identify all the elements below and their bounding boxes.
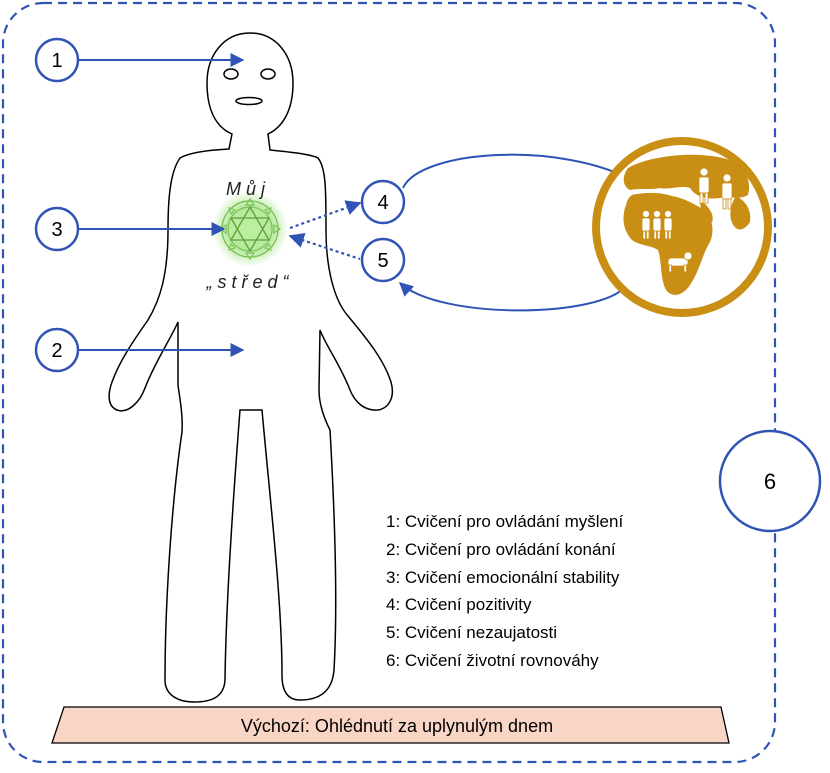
legend: 1: Cvičení pro ovládání myšlení 2: Cviče… <box>386 512 623 670</box>
badge-5: 5 <box>360 237 406 283</box>
legend-item-6: 6: Cvičení životní rovnováhy <box>386 651 599 670</box>
dog-icon <box>667 251 693 273</box>
curved-arrow-to-globe <box>402 153 638 189</box>
badge-4-label: 4 <box>377 192 388 214</box>
badge-1-label: 1 <box>51 50 62 72</box>
badge-5-label: 5 <box>377 250 388 272</box>
dotted-arrow-4 <box>289 200 362 230</box>
people-icon <box>641 167 733 240</box>
mouth <box>235 96 263 106</box>
badge-1: 1 <box>34 37 80 83</box>
center-label-line2: „střed“ <box>205 272 293 292</box>
dashed-frame <box>1 1 777 764</box>
badge-6: 6 <box>718 429 822 533</box>
legend-item-2: 2: Cvičení pro ovládání konání <box>386 540 616 559</box>
legend-item-1: 1: Cvičení pro ovládání myšlení <box>386 512 623 531</box>
right-eye <box>260 68 276 80</box>
badge-2: 2 <box>34 327 80 373</box>
badge-3-label: 3 <box>51 219 62 241</box>
base-label: Výchozí: Ohlédnutí za uplynulým dnem <box>241 716 553 736</box>
legend-item-5: 5: Cvičení nezaujatosti <box>386 623 557 642</box>
dotted-arrow-5 <box>288 233 361 261</box>
human-figure-outline <box>108 32 394 703</box>
base-platform <box>51 706 730 744</box>
heart-chakra-icon <box>212 191 288 267</box>
badge-2-label: 2 <box>51 340 62 362</box>
globe-icon <box>592 137 772 317</box>
left-eye <box>223 68 239 80</box>
badge-6-label: 6 <box>764 469 776 494</box>
badge-3: 3 <box>34 206 80 252</box>
curved-arrow-from-globe <box>398 282 627 312</box>
badge-4: 4 <box>360 179 406 225</box>
legend-item-3: 3: Cvičení emocionální stability <box>386 568 620 587</box>
center-label-line1: Můj <box>226 179 270 199</box>
legend-item-4: 4: Cvičení pozitivity <box>386 595 532 614</box>
